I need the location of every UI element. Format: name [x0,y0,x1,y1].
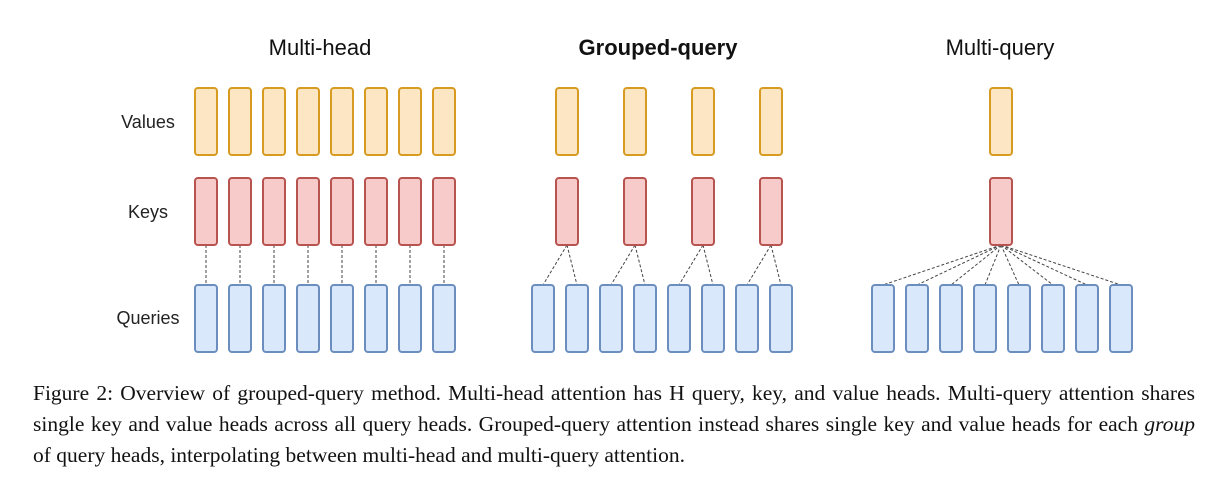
query-head [228,284,252,353]
query-head [633,284,657,353]
key-query-connector [882,244,1002,286]
key-head [432,177,456,246]
key-head [262,177,286,246]
key-query-connector [678,244,704,286]
query-head [735,284,759,353]
query-head [398,284,422,353]
value-head [296,87,320,156]
query-head [1075,284,1099,353]
caption-emphasis: group [1144,412,1195,436]
value-head [262,87,286,156]
caption-text-end: of query heads, interpolating between mu… [33,443,685,467]
value-head [330,87,354,156]
query-head [1109,284,1133,353]
key-head [989,177,1013,246]
value-head [398,87,422,156]
value-head [623,87,647,156]
key-head [759,177,783,246]
query-head [973,284,997,353]
row-label-values: Values [121,112,175,132]
key-head [555,177,579,246]
value-head [432,87,456,156]
query-head [194,284,218,353]
diagram-canvas: Values Keys Queries Multi-head Grouped-q… [116,35,1133,353]
value-head [364,87,388,156]
query-head [364,284,388,353]
query-head [565,284,589,353]
query-head [1041,284,1065,353]
query-head [330,284,354,353]
query-head [296,284,320,353]
panel-title-multi-query: Multi-query [946,35,1055,60]
caption-label: Figure 2: [33,381,114,405]
query-head [701,284,725,353]
key-query-connector [542,244,568,286]
key-query-connector [950,244,1002,286]
connectors-layer [205,244,1122,286]
key-query-connector [746,244,772,286]
attention-diagram: Values Keys Queries Multi-head Grouped-q… [116,35,1133,353]
query-head [667,284,691,353]
panel-title-multi-head: Multi-head [269,35,372,60]
key-head [691,177,715,246]
key-query-connector [1000,244,1122,286]
key-head [623,177,647,246]
query-head [905,284,929,353]
key-query-connector [916,244,1002,286]
key-query-connector [634,244,646,286]
panel-title-grouped-query: Grouped-query [579,35,739,60]
figure-caption: Figure 2: Overview of grouped-query meth… [33,378,1195,471]
query-head [1007,284,1031,353]
value-head [194,87,218,156]
value-head [989,87,1013,156]
caption-text-start: Overview of grouped-query method. Multi-… [33,381,1196,436]
value-head [691,87,715,156]
key-query-connector [1000,244,1054,286]
key-head [228,177,252,246]
value-head [555,87,579,156]
key-query-connector [984,244,1002,286]
query-head [262,284,286,353]
key-head [296,177,320,246]
key-head [364,177,388,246]
key-query-connector [566,244,578,286]
key-query-connector [1000,244,1088,286]
row-label-keys: Keys [128,202,168,222]
value-head [228,87,252,156]
key-query-connector [1000,244,1020,286]
key-head [330,177,354,246]
key-query-connector [610,244,636,286]
heads-layer [194,87,1133,353]
row-label-queries: Queries [116,308,179,328]
query-head [599,284,623,353]
query-head [871,284,895,353]
key-head [194,177,218,246]
value-head [759,87,783,156]
query-head [939,284,963,353]
key-head [398,177,422,246]
key-query-connector [702,244,714,286]
query-head [432,284,456,353]
key-query-connector [770,244,782,286]
query-head [769,284,793,353]
query-head [531,284,555,353]
